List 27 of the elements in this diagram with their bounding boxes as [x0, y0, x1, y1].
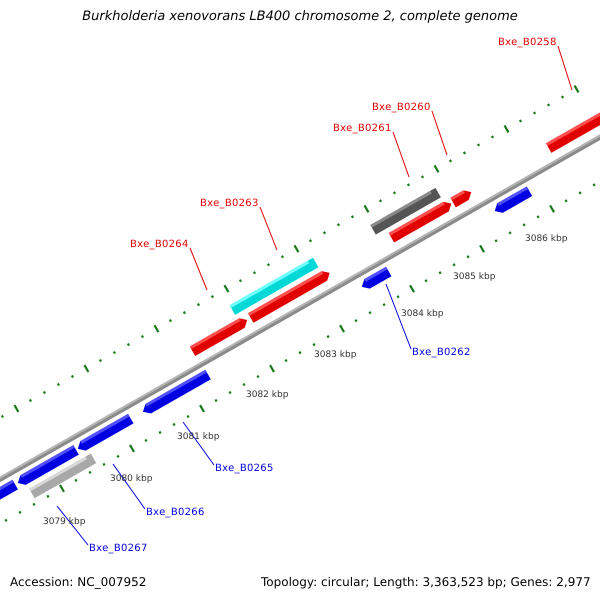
gene-label: Bxe_B0266: [146, 507, 205, 518]
leader-line: [112, 464, 146, 510]
gene-label: Bxe_B0258: [498, 37, 557, 48]
scale-label: 3084 kbp: [401, 309, 444, 319]
leader-line: [558, 46, 572, 90]
gene-label: Bxe_B0265: [215, 463, 274, 474]
footer-text: Accession: NC_007952: [10, 575, 146, 589]
scale-label: 3082 kbp: [246, 390, 288, 400]
gene-label: Bxe_B0260: [372, 102, 431, 113]
gene-label: Bxe_B0263: [200, 198, 259, 209]
gene-label: Bxe_B0267: [89, 543, 148, 554]
gene-label: Bxe_B0264: [130, 239, 189, 250]
scale-label: 3079 kbp: [43, 517, 86, 527]
gene-label: Bxe_B0261: [333, 123, 392, 134]
leader-line: [432, 110, 448, 156]
scale-label: 3085 kbp: [453, 272, 496, 282]
leader-line: [392, 132, 410, 178]
footer-text: Topology: circular; Length: 3,363,523 bp; Genes: 2,977: [261, 575, 591, 589]
title: Burkholderia xenovorans LB400 chromosome 2, complete genome: [81, 9, 519, 24]
leader-line: [56, 506, 88, 546]
leader-line: [190, 248, 208, 290]
scale-label: 3083 kbp: [314, 350, 356, 360]
gene-label: Bxe_B0262: [412, 347, 471, 358]
scale-label: 3086 kbp: [525, 234, 568, 244]
leader-line: [182, 422, 214, 466]
leader-line: [386, 284, 412, 350]
leader-line: [260, 206, 278, 250]
